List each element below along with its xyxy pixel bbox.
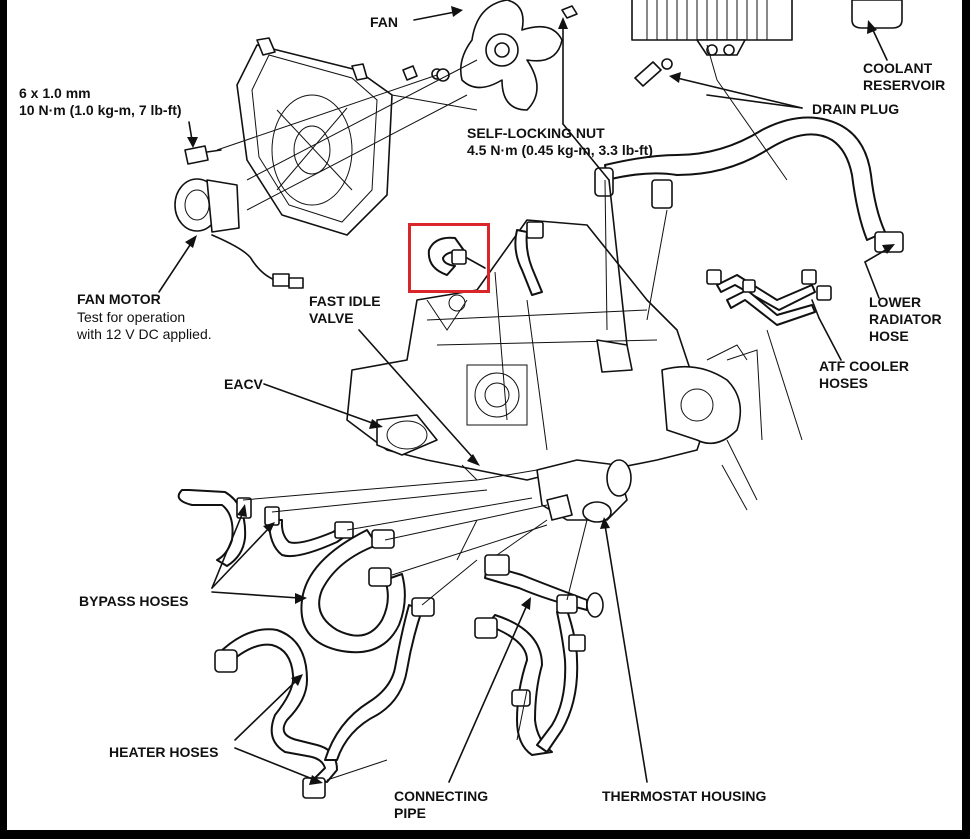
annotation-arrows (158, 6, 895, 785)
label-drain-plug: DRAIN PLUG (812, 101, 900, 117)
radiator (631, 0, 793, 56)
fan-shroud (236, 37, 393, 236)
label-bolt-spec: 6 x 1.0 mm 10 N·m (1.0 kg-m, 7 lb-ft) (19, 85, 182, 118)
cooling-system-drawing (158, 0, 904, 799)
label-coolant-reservoir: COOLANT RESERVOIR (863, 60, 946, 93)
mounting-bolts (184, 65, 450, 165)
atf-cooler-hoses (706, 269, 832, 326)
label-lower-radiator-hose: LOWER RADIATOR HOSE (869, 294, 942, 344)
engine-block (346, 219, 763, 481)
highlight-box (408, 223, 490, 293)
connecting-pipe (474, 554, 604, 756)
coolant-reservoir (851, 0, 903, 29)
thermostat-bypass-hose (536, 594, 586, 753)
label-thermostat-housing: THERMOSTAT HOUSING (602, 788, 767, 804)
label-atf-cooler-hoses: ATF COOLER HOSES (819, 358, 909, 391)
upper-radiator-hose (594, 116, 904, 253)
label-fast-idle-valve: FAST IDLE VALVE (309, 293, 381, 326)
drain-plug (634, 58, 673, 87)
fan (431, 0, 578, 111)
diagram-paper: FAN COOLANT RESERVOIR 6 x 1.0 mm 10 N·m … (7, 0, 962, 830)
small-hose-highlighted (427, 236, 486, 276)
leader-lines (216, 44, 803, 781)
label-fan-motor: FAN MOTOR (77, 291, 161, 307)
heater-hose-middle (324, 597, 435, 761)
heater-hose-left (214, 628, 338, 799)
vent-hose (514, 221, 544, 296)
label-connecting-pipe: CONNECTING PIPE (394, 788, 489, 821)
label-eacv: EACV (224, 376, 263, 392)
label-heater-hoses: HEATER HOSES (109, 744, 219, 760)
label-fan-motor-note: Test for operation with 12 V DC applied. (77, 309, 212, 342)
thermostat-housing (536, 459, 632, 523)
label-fan: FAN (370, 14, 398, 30)
fan-motor (174, 178, 304, 289)
label-self-locking-nut: SELF-LOCKING NUT 4.5 N·m (0.45 kg-m, 3.3… (467, 125, 653, 158)
label-bypass-hoses: BYPASS HOSES (79, 593, 189, 609)
